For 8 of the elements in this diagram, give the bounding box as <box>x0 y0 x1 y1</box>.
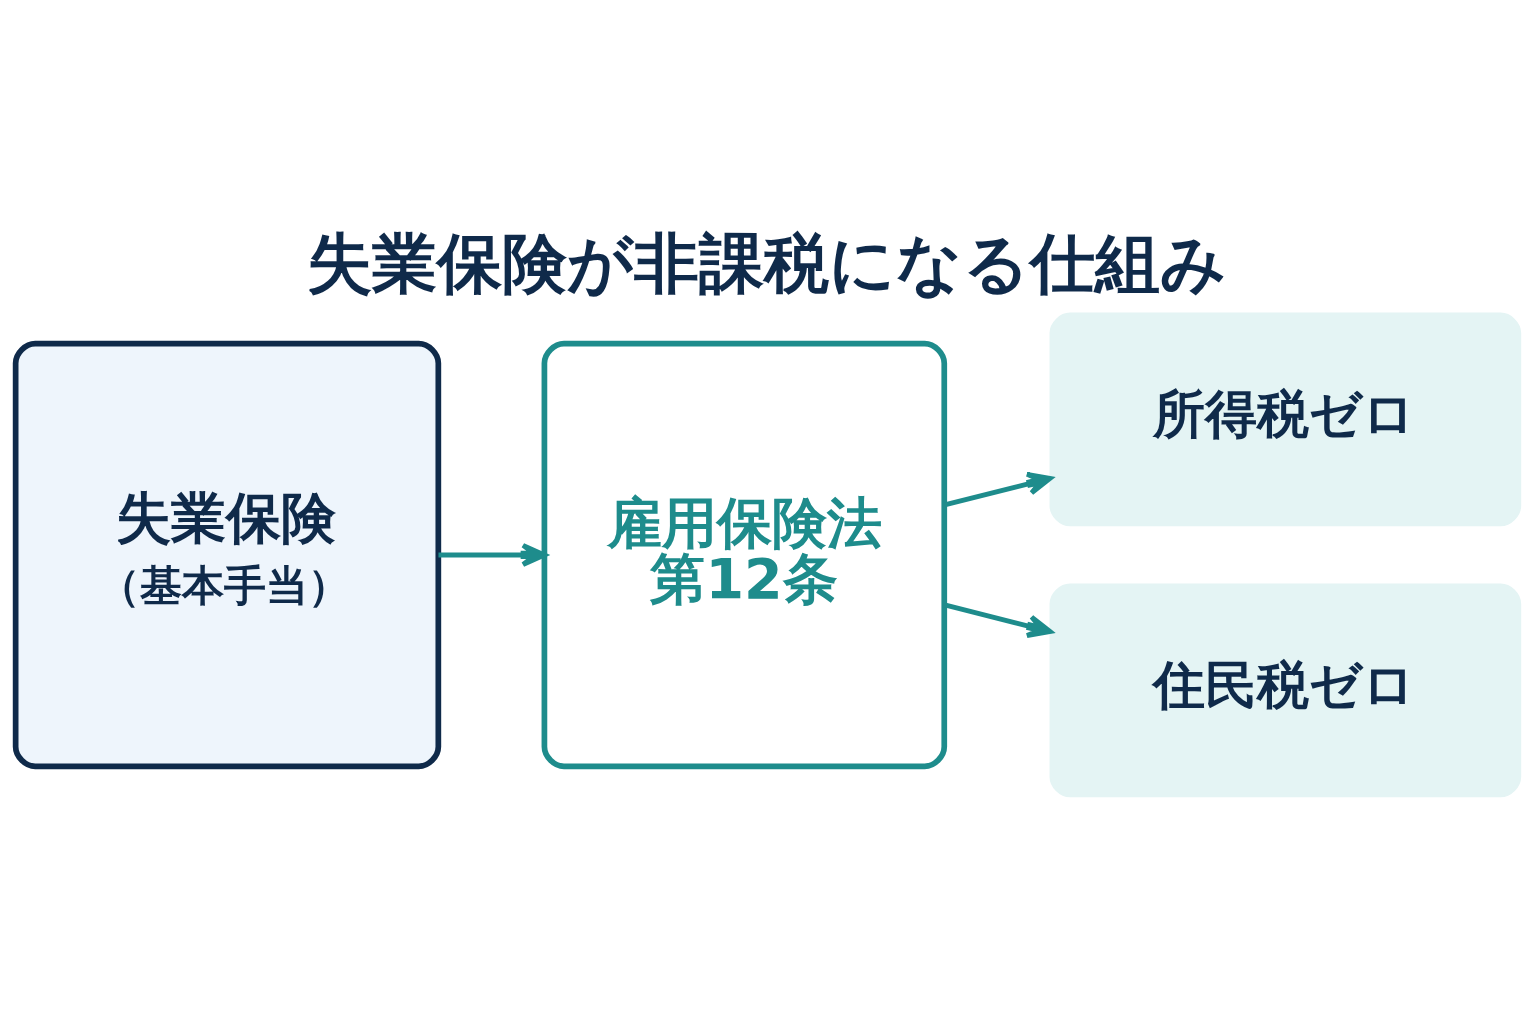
arrow <box>944 602 1053 638</box>
node-box: 所得税ゼロ <box>1049 312 1522 526</box>
node-box: 住民税ゼロ <box>1049 583 1522 797</box>
node-box: 雇用保険法第12条 <box>541 340 948 769</box>
arrow <box>944 471 1053 507</box>
node-box: 失業保険 （基本手当） <box>12 340 442 769</box>
arrow <box>438 542 547 567</box>
diagram-title: 失業保険が非課税になる仕組み <box>306 224 1227 301</box>
